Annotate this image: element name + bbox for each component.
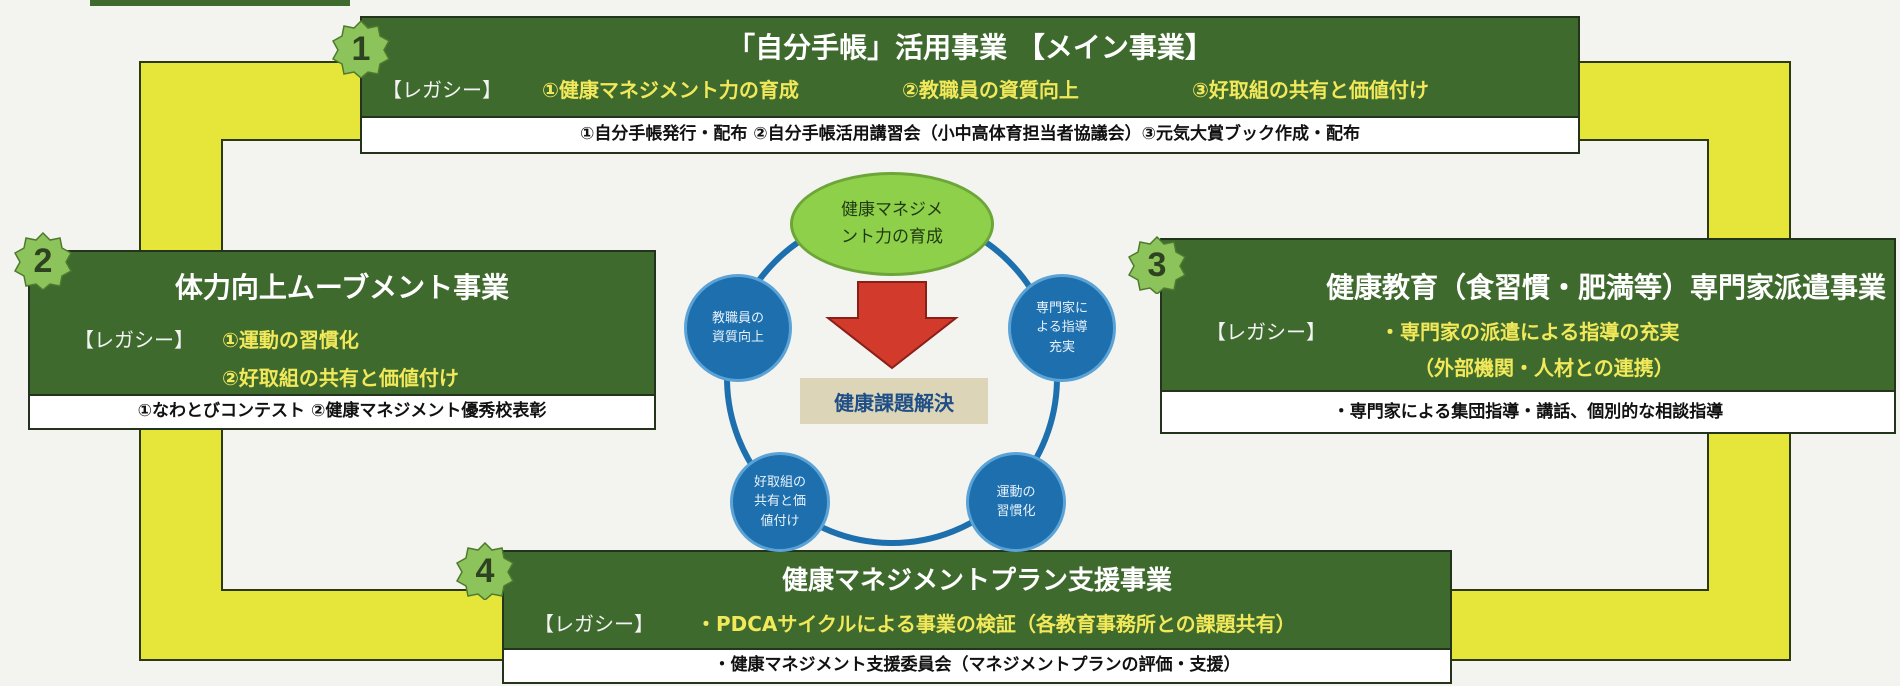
- badge-seal-icon: [332, 20, 390, 78]
- legacy-item: ②好取組の共有と価値付け: [222, 366, 459, 390]
- panel-activities: ・専門家による集団指導・講話、個別的な相談指導: [1162, 390, 1894, 432]
- number-badge-2: 2: [14, 232, 72, 290]
- legacy-item: ①運動の習慣化: [222, 328, 359, 352]
- cycle-node-expert-guidance: 専門家に よる指導 充実: [1008, 274, 1116, 382]
- legacy-item: ③好取組の共有と価値付け: [1192, 78, 1429, 102]
- panel-management-plan: 健康マネジメントプラン支援事業 【レガシー】 ・PDCAサイクルによる事業の検証…: [502, 550, 1452, 684]
- panel-title: 健康マネジメントプラン支援事業: [781, 566, 1172, 596]
- panel-title: 「自分手帳」活用事業 【メイン事業】: [727, 31, 1213, 64]
- badge-seal-icon: [456, 542, 514, 600]
- legacy-item: ①健康マネジメント力の育成: [542, 78, 799, 102]
- cycle-node-good-practice: 好取組の 共有と価 値付け: [730, 452, 830, 552]
- legacy-tag: 【レガシー】: [1206, 320, 1326, 344]
- panel-activities: ①なわとびコンテスト ②健康マネジメント優秀校表彰: [30, 394, 654, 428]
- panel-physical-strength: 体力向上ムーブメント事業 【レガシー】 ①運動の習慣化 ②好取組の共有と価値付け…: [28, 250, 656, 430]
- badge-seal-icon: [14, 232, 72, 290]
- legacy-tag: 【レガシー】: [382, 78, 502, 102]
- panel-jibun-techo: 「自分手帳」活用事業 【メイン事業】 【レガシー】 ①健康マネジメント力の育成 …: [360, 16, 1580, 154]
- number-badge-3: 3: [1128, 236, 1186, 294]
- health-issue-solution: 健康課題解決: [800, 378, 988, 424]
- badge-seal-icon: [1128, 236, 1186, 294]
- down-arrow-icon: [825, 281, 959, 370]
- legacy-item: （外部機関・人材との連携）: [1414, 356, 1674, 380]
- panel-title: 体力向上ムーブメント事業: [174, 271, 510, 304]
- panel-activities: ①自分手帳発行・配布 ②自分手帳活用講習会（小中高体育担当者協議会）③元気大賞ブ…: [362, 116, 1578, 152]
- cycle-node-staff-quality: 教職員の 資質向上: [684, 274, 792, 382]
- legacy-item: ・PDCAサイクルによる事業の検証（各教育事務所との課題共有）: [696, 612, 1296, 636]
- legacy-tag: 【レガシー】: [74, 328, 194, 352]
- legacy-item: ・専門家の派遣による指導の充実: [1380, 320, 1680, 344]
- panel-activities: ・健康マネジメント支援委員会（マネジメントプランの評価・支援）: [504, 648, 1450, 682]
- legacy-tag: 【レガシー】: [534, 612, 654, 636]
- cycle-node-exercise-habit: 運動の 習慣化: [966, 452, 1066, 552]
- panel-expert-dispatch: 健康教育（食習慣・肥満等）専門家派遣事業 【レガシー】 ・専門家の派遣による指導…: [1160, 238, 1896, 434]
- cycle-node-top: 健康マネジメ ント力の育成: [790, 172, 994, 276]
- number-badge-1: 1: [332, 20, 390, 78]
- number-badge-4: 4: [456, 542, 514, 600]
- legacy-item: ②教職員の資質向上: [902, 78, 1079, 102]
- panel-title: 健康教育（食習慣・肥満等）専門家派遣事業: [1325, 271, 1886, 304]
